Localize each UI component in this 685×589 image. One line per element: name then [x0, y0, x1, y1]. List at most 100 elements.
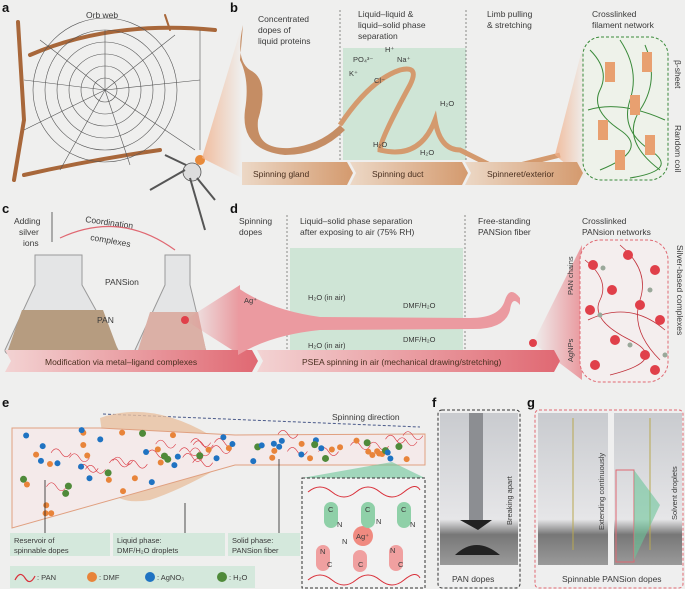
- agno3-molecule: [148, 479, 155, 486]
- stage-label: Spinning duct: [372, 169, 424, 179]
- panel-label-g: g: [527, 395, 535, 410]
- zoom-cone-e: [302, 462, 425, 478]
- atom-c: C: [358, 560, 364, 569]
- pan-chain: [277, 430, 299, 439]
- panel-e: e Spinning direction Reservoir of spinna…: [2, 395, 426, 589]
- pansion-network-capsule: [579, 239, 669, 383]
- h2o-legend-icon: [217, 572, 227, 582]
- h2o-molecule: [395, 443, 403, 451]
- pan-label: PAN: [97, 315, 114, 325]
- atom-c: C: [328, 505, 334, 514]
- dmf-molecule: [120, 488, 127, 495]
- legend-h2o: : H₂O: [229, 573, 247, 582]
- dmf-molecule: [119, 429, 126, 436]
- legend: [10, 566, 255, 588]
- dmf-h2o-label: DMF/H₂O: [403, 301, 436, 310]
- pan-chain: [385, 434, 406, 444]
- silver-ion: [353, 526, 373, 546]
- modification-bar: [5, 350, 258, 372]
- separation-label-3: separation: [358, 31, 398, 41]
- dmf-molecule: [271, 447, 278, 454]
- coordination-arrow: [59, 225, 176, 251]
- agno3-molecule: [387, 455, 394, 462]
- h2o-molecule: [62, 489, 70, 497]
- ion-label: H₂O: [420, 148, 434, 157]
- pan-chain: [182, 453, 203, 462]
- dmf-molecule: [154, 446, 161, 453]
- dmf-molecule: [374, 448, 381, 455]
- pan-chain: [210, 445, 232, 454]
- separation-label-1: Liquid–liquid &: [358, 9, 414, 19]
- dmf-molecule: [328, 446, 335, 453]
- random-coil-label: Random coil: [673, 125, 683, 172]
- dmf-molecule: [46, 461, 53, 468]
- dmf-molecule: [84, 452, 91, 459]
- dmf-molecule: [80, 442, 87, 449]
- agno3-molecule: [384, 449, 391, 456]
- panel-label-a: a: [2, 0, 10, 15]
- dopes-label-3: liquid proteins: [258, 36, 310, 46]
- agno3-molecule: [37, 457, 44, 464]
- panel-label-b: b: [230, 0, 238, 15]
- pan-chain: [46, 482, 67, 492]
- liquid-phase-label: Liquid phase:: [117, 536, 162, 545]
- panel-label-d: d: [230, 201, 238, 216]
- panel-label-e: e: [2, 395, 9, 410]
- modification-bar-label: Modification via metal–ligand complexes: [45, 357, 197, 367]
- zoom-cone-a: [202, 25, 242, 178]
- free-fiber-label: Free-standing: [478, 216, 531, 226]
- coordination-label: complexes: [90, 232, 132, 249]
- spinning-gland: [240, 25, 345, 155]
- agno3-molecule: [143, 449, 150, 456]
- filament-network: [587, 39, 666, 179]
- beta-sheet-label: β-sheet: [673, 60, 683, 89]
- agno3-molecule: [174, 453, 181, 460]
- spinning-dopes-label: Spinning: [239, 216, 272, 226]
- panel-f-caption: PAN dopes: [452, 574, 494, 584]
- reservoir-box: [10, 533, 110, 556]
- pan-chain: [127, 459, 148, 469]
- dmf-molecule: [23, 481, 30, 488]
- pan-chain: [50, 448, 72, 458]
- ls-separation-label: after exposing to air (75% RH): [300, 227, 414, 237]
- orb-web-title: Orb web: [86, 10, 118, 20]
- pan-chain: [85, 465, 106, 474]
- pan-chain: [287, 447, 308, 456]
- agno3-molecule: [78, 463, 85, 470]
- agno3-molecule: [278, 437, 285, 444]
- legend-dmf: : DMF: [99, 573, 120, 582]
- dmf-molecule: [353, 437, 360, 444]
- ag-ion-label: Ag⁺: [244, 296, 257, 305]
- pan-legend-icon: [14, 573, 36, 583]
- spider-web: [23, 17, 201, 171]
- agno3-molecule: [171, 462, 178, 469]
- fiber-region: [11, 427, 426, 529]
- dmf-molecule: [225, 445, 232, 452]
- dmf-legend-icon: [87, 572, 97, 582]
- h2o-molecule: [363, 439, 371, 447]
- dmf-molecule: [269, 454, 276, 461]
- stage-spinning-duct: [350, 162, 468, 185]
- agno3-molecule: [54, 460, 61, 467]
- dmf-molecule: [369, 452, 376, 459]
- zoom-cone-b: [555, 38, 585, 180]
- atom-n: N: [376, 517, 381, 526]
- h2o-molecule: [321, 454, 329, 462]
- ion-label: Cl⁻: [374, 76, 385, 85]
- atom-n: N: [320, 547, 325, 556]
- ion-label: H₂O: [373, 140, 387, 149]
- dope-drop: [455, 520, 500, 555]
- dopes-label-2: dopes of: [258, 25, 291, 35]
- panel-label-f: f: [432, 395, 437, 410]
- legend-pan: : PAN: [37, 573, 56, 582]
- pansion-network-label: PANsion networks: [582, 227, 651, 237]
- pan-chain: [396, 437, 418, 447]
- ion-label: Na⁺: [397, 55, 411, 64]
- agno3-molecule: [86, 475, 93, 482]
- pansion-label: PANSion: [105, 277, 139, 287]
- ion-label: K⁺: [349, 69, 358, 78]
- h2o-molecule: [20, 475, 28, 483]
- psea-bar: [257, 350, 560, 372]
- pan-chain: [190, 438, 211, 447]
